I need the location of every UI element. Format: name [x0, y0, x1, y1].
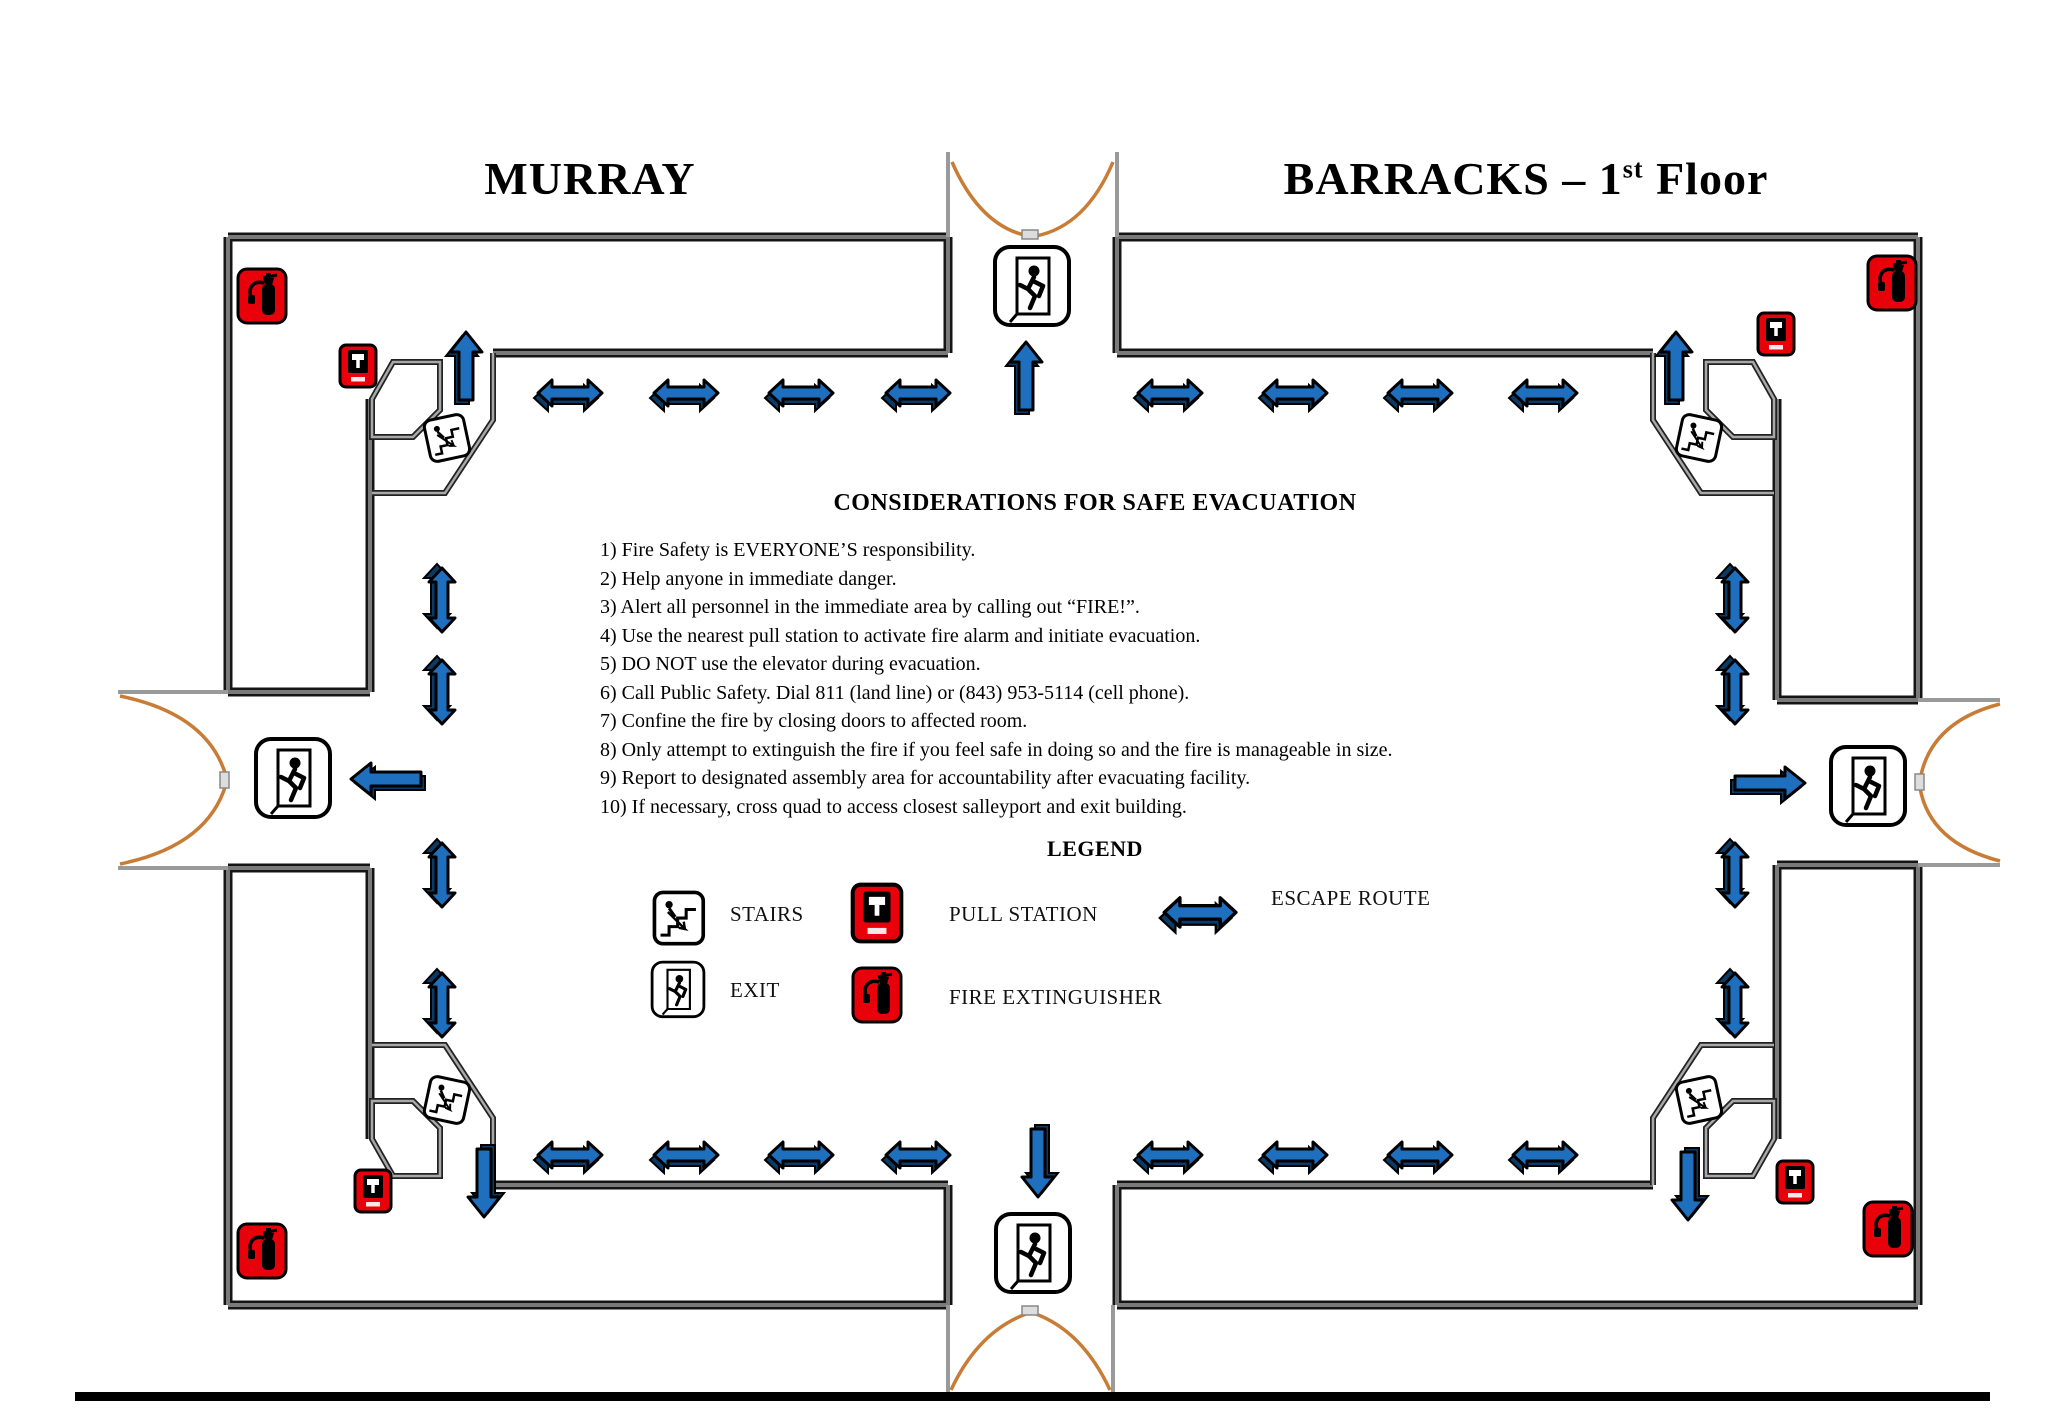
door-arc: [1918, 787, 2001, 863]
consideration-item: 1) Fire Safety is EVERYONE’S responsibil…: [600, 539, 976, 561]
door-arc: [119, 783, 228, 866]
door-arc: [1035, 161, 1115, 238]
legend-label-escape-route: ESCAPE ROUTE: [1271, 886, 1431, 910]
escape-route-arrow: [1257, 378, 1329, 413]
escape-route-arrow: [880, 378, 952, 413]
escape-route-arrow: [422, 654, 457, 726]
exit-sign-top: [995, 247, 1069, 325]
sallyport-passage-walls: [118, 152, 2000, 1392]
consideration-item: 2) Help anyone in immediate danger.: [600, 567, 897, 590]
consideration-item: 5) DO NOT use the elevator during evacua…: [600, 653, 981, 675]
building-walls: [118, 152, 2000, 1392]
consideration-item: 10) If necessary, cross quad to access c…: [600, 795, 1187, 818]
escape-route-arrow: [763, 378, 835, 413]
stairs-sign-bottom-right: [1673, 1073, 1725, 1127]
escape-route-arrow: [648, 378, 720, 413]
consideration-item: 8) Only attempt to extinguish the fire i…: [600, 738, 1393, 761]
exit-direction-arrow: [1004, 340, 1044, 416]
escape-route-arrow: [1715, 967, 1750, 1039]
building-title-right-text: BARRACKS – 1: [1283, 153, 1623, 204]
escape-route-arrow: [1257, 1140, 1329, 1175]
building-title-right: BARRACKS – 1st Floor: [1284, 152, 1769, 205]
consideration-item: 3) Alert all personnel in the immediate …: [600, 596, 1140, 618]
escape-route-arrow: [1132, 378, 1204, 413]
fire-extinguisher-top-left: [236, 267, 288, 325]
exit-sign-left: [256, 739, 330, 817]
door-arc: [949, 1312, 1027, 1391]
pull-station-icon: [853, 885, 902, 942]
escape-route-arrow: [1382, 1140, 1454, 1175]
legend-heading: LEGEND: [1047, 836, 1143, 861]
door-arc: [1918, 702, 2001, 781]
consideration-item: 4) Use the nearest pull station to activ…: [600, 624, 1201, 647]
building-title-left: MURRAY: [484, 153, 696, 204]
escape-route-arrow: [1507, 378, 1579, 413]
considerations-heading: CONSIDERATIONS FOR SAFE EVACUATION: [833, 490, 1357, 516]
escape-route-arrow: [1507, 1140, 1579, 1175]
escape-route-arrow: [1382, 378, 1454, 413]
escape-route-arrow: [763, 1140, 835, 1175]
exit-direction-arrow: [1729, 765, 1807, 805]
fire-extinguisher-icon: [851, 966, 903, 1024]
building-title-right-suffix: Floor: [1643, 153, 1769, 204]
escape-route-arrow: [1715, 562, 1750, 634]
exit-direction-arrow: [1020, 1123, 1060, 1199]
consideration-item: 7) Confine the fire by closing doors to …: [600, 710, 1028, 732]
escape-route-arrow: [532, 378, 604, 413]
exit-icon: [650, 960, 706, 1019]
pull-station-top-left: [338, 343, 378, 389]
fire-extinguisher-bottom-left: [236, 1222, 288, 1280]
door-hinge-ticks: [219, 229, 1925, 1316]
door-arc: [119, 694, 228, 777]
pull-station-top-right: [1756, 311, 1796, 357]
stairs-icon: [652, 890, 706, 946]
escape-route-arrow: [422, 967, 457, 1039]
legend-label-exit: EXIT: [730, 978, 780, 1002]
stairs-sign-top-right: [1673, 411, 1725, 465]
fire-extinguisher-top-right: [1866, 254, 1918, 312]
pull-station-bottom-right: [1775, 1159, 1815, 1205]
ground-line: [75, 1392, 1990, 1401]
escape-route-arrow: [1715, 837, 1750, 909]
stairs-sign-bottom-left: [421, 1073, 473, 1127]
exit-sign-right: [1831, 747, 1905, 825]
exit-direction-arrow: [349, 761, 427, 801]
escape-route-arrow: [1132, 1140, 1204, 1175]
escape-route-arrow: [648, 1140, 720, 1175]
stairs-sign-top-left: [421, 411, 473, 465]
legend-label-pull-station: PULL STATION: [949, 902, 1098, 926]
exit-direction-arrow: [1670, 1146, 1710, 1222]
considerations-list: 1) Fire Safety is EVERYONE’S responsibil…: [600, 536, 1393, 821]
escape-route-arrow: [422, 562, 457, 634]
escape-route-arrow: [532, 1140, 604, 1175]
consideration-item: 9) Report to designated assembly area fo…: [600, 767, 1251, 789]
legend-label-fire-extinguisher: FIRE EXTINGUISHER: [949, 985, 1163, 1009]
exit-direction-arrow: [1654, 330, 1694, 406]
escape-route-arrow: [880, 1140, 952, 1175]
exit-direction-arrow: [444, 330, 484, 406]
escape-route-arrow: [1715, 654, 1750, 726]
door-arc: [950, 161, 1029, 238]
escape-route-arrow-icon: [1158, 896, 1238, 935]
legend-label-stairs: STAIRS: [730, 902, 804, 926]
exit-sign-bottom: [996, 1214, 1070, 1292]
pull-station-bottom-left: [353, 1168, 393, 1214]
fire-extinguisher-bottom-right: [1862, 1200, 1914, 1258]
door-arc: [1035, 1312, 1112, 1391]
door-swing-arcs: [119, 161, 2001, 1391]
consideration-item: 6) Call Public Safety. Dial 811 (land li…: [600, 681, 1190, 704]
building-title-superscript: st: [1622, 154, 1644, 184]
escape-route-arrow: [422, 837, 457, 909]
